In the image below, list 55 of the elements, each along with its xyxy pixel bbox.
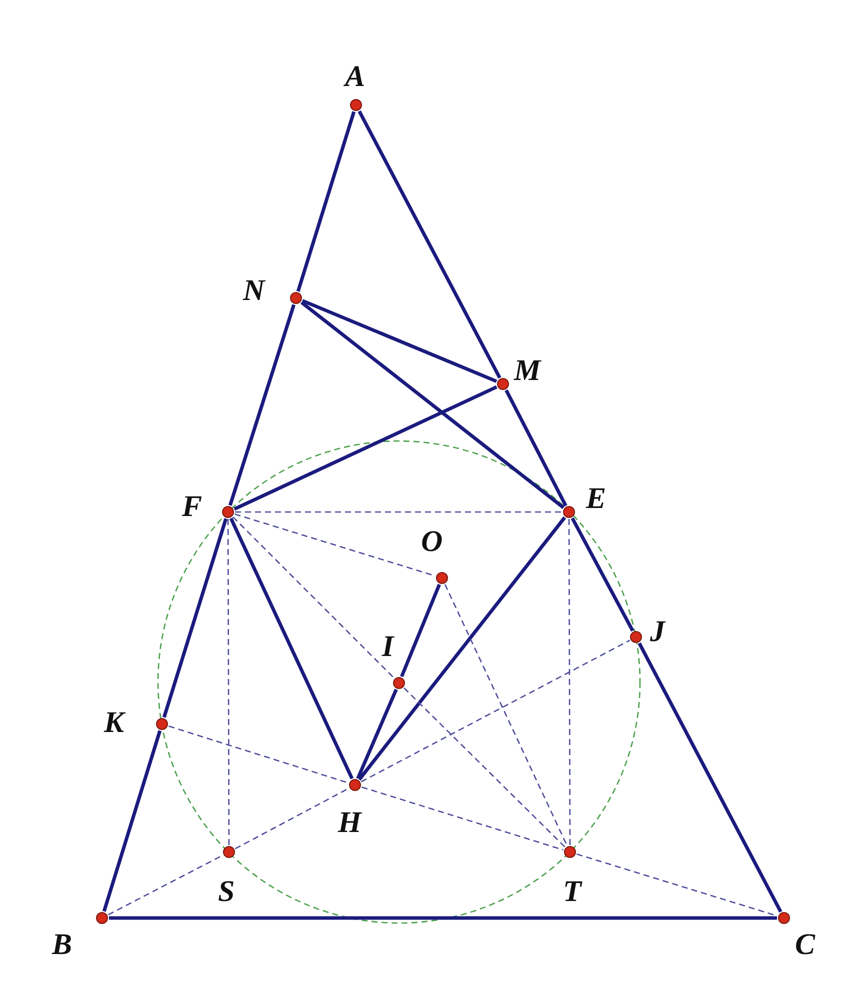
point bbox=[96, 912, 108, 924]
dashed-line bbox=[404, 687, 566, 848]
point bbox=[563, 506, 575, 518]
line-segment bbox=[296, 111, 356, 292]
dashed-line bbox=[235, 511, 562, 513]
point bbox=[630, 631, 642, 643]
line-segment bbox=[302, 299, 498, 383]
dashed-line bbox=[362, 786, 564, 851]
dashed-line bbox=[568, 519, 571, 845]
point-label: O bbox=[421, 527, 443, 557]
line-segment bbox=[229, 518, 354, 780]
dashed-line bbox=[227, 519, 230, 845]
point-label: T bbox=[563, 877, 582, 907]
point bbox=[497, 378, 509, 390]
line-segment bbox=[570, 517, 634, 632]
line-segment bbox=[356, 688, 398, 780]
point-label: E bbox=[586, 484, 606, 514]
point bbox=[290, 292, 302, 304]
dashed-line bbox=[360, 640, 630, 782]
point bbox=[222, 506, 234, 518]
line-segment bbox=[358, 110, 502, 379]
point bbox=[350, 99, 362, 111]
point bbox=[393, 677, 405, 689]
point bbox=[564, 846, 576, 858]
dashed-line bbox=[168, 725, 349, 784]
point bbox=[778, 912, 790, 924]
line-segment bbox=[228, 304, 296, 506]
point-label: J bbox=[650, 617, 665, 647]
point-label: B bbox=[52, 930, 72, 960]
line-segment bbox=[102, 730, 162, 912]
dashed-line bbox=[444, 584, 568, 846]
point-label: I bbox=[382, 632, 394, 662]
point-label: H bbox=[338, 808, 362, 838]
line-segment bbox=[300, 300, 565, 510]
line-segment bbox=[358, 516, 566, 781]
point-label: F bbox=[182, 492, 202, 522]
point bbox=[436, 572, 448, 584]
point bbox=[349, 779, 361, 791]
point-label: S bbox=[218, 877, 235, 907]
point-label: A bbox=[345, 62, 366, 92]
dashed-line bbox=[234, 788, 350, 850]
line-segment bbox=[234, 385, 498, 511]
line-segment bbox=[504, 389, 568, 507]
line-segment bbox=[109, 916, 777, 920]
line-segment bbox=[400, 584, 441, 678]
point-label: K bbox=[104, 708, 124, 738]
dashed-line bbox=[232, 516, 394, 678]
point bbox=[223, 846, 235, 858]
dashed-line bbox=[108, 854, 224, 916]
line-segment bbox=[162, 518, 228, 718]
line-segment bbox=[638, 642, 782, 913]
point bbox=[156, 718, 168, 730]
point-label: M bbox=[514, 356, 541, 386]
point-label: N bbox=[243, 276, 265, 306]
point-label: C bbox=[795, 930, 816, 960]
